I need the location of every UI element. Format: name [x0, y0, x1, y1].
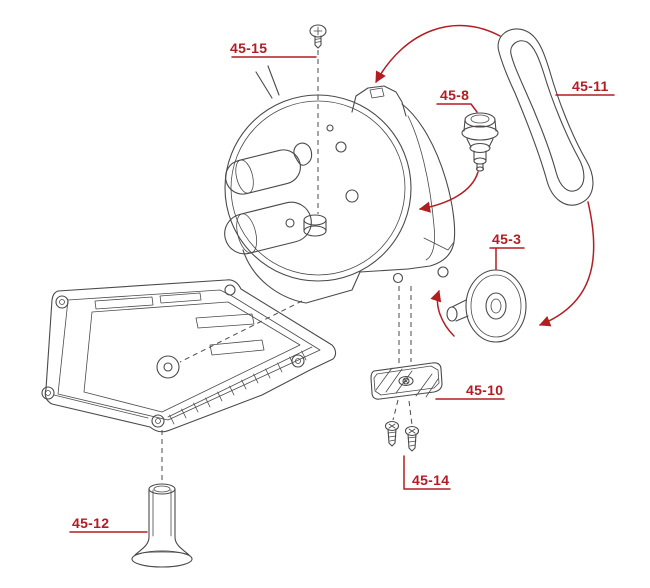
cap-45-8-drawing	[461, 112, 499, 172]
plate-45-10-drawing	[370, 362, 443, 400]
leader-45-8	[436, 103, 478, 113]
base-tray-drawing	[41, 279, 337, 433]
arrow-cap-mount	[418, 171, 479, 213]
part-label-45-10: 45-10	[466, 382, 504, 398]
part-label-45-14: 45-14	[412, 472, 450, 488]
arrow-belt-to-pulley	[538, 201, 595, 327]
part-label-45-15: 45-15	[230, 40, 268, 56]
main-assembly-drawing	[224, 65, 456, 304]
part-label-45-11: 45-11	[572, 78, 609, 94]
arrow-pulley-mount	[430, 289, 455, 337]
part-label-45-8: 45-8	[440, 87, 470, 103]
belt-45-11-drawing	[497, 28, 594, 206]
label-leader-lines	[69, 56, 615, 533]
annotation-arrows	[375, 24, 595, 337]
screw-45-15-drawing	[309, 24, 327, 49]
screws-45-14-drawing	[384, 420, 420, 452]
leader-45-3	[489, 247, 525, 270]
leader-45-14	[403, 455, 451, 490]
assembly-dashed-lines	[161, 50, 413, 483]
foot-45-12-drawing	[131, 483, 193, 568]
arrow-belt-top	[375, 24, 501, 83]
part-label-45-3: 45-3	[492, 231, 522, 247]
pulley-45-3-drawing	[446, 269, 527, 343]
part-label-45-12: 45-12	[72, 515, 110, 531]
